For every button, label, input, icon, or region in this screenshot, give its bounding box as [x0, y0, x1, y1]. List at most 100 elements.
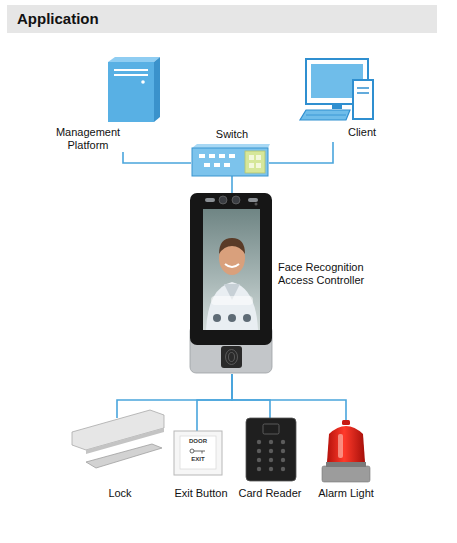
access-controller-device-part — [190, 193, 272, 345]
access-controller-device-part — [229, 353, 235, 362]
card-reader-device-part — [269, 458, 273, 462]
network-wire — [123, 152, 191, 163]
device-node: Lock — [66, 418, 170, 502]
device-node: Switch — [191, 126, 269, 176]
access-controller-device-part — [219, 238, 245, 254]
server-icon-part — [108, 62, 154, 122]
network-wire — [231, 176, 233, 193]
exit-button-plate-part — [190, 449, 194, 453]
computer-icon-part — [332, 104, 342, 109]
access-controller-device-part — [221, 346, 242, 368]
alarm-light-device-part — [342, 420, 350, 425]
alarm-light-device — [322, 420, 370, 482]
card-reader-device — [246, 418, 296, 481]
card-reader-device-part — [269, 467, 273, 471]
node-label: Face Recognition Access Controller — [278, 261, 378, 287]
alarm-light-device-part — [338, 434, 343, 458]
node-label: Card Reader — [236, 487, 304, 500]
switch-icon-part — [192, 144, 270, 148]
computer-icon-part — [357, 87, 369, 89]
card-reader-device-part — [281, 440, 285, 444]
access-controller-device-part — [211, 296, 253, 305]
switch-icon-part — [192, 148, 268, 176]
exit-button-plate — [174, 431, 222, 475]
button-marking: DOOR — [183, 438, 213, 445]
device-node: Alarm Light — [314, 424, 378, 502]
alarm-light-device-part — [327, 426, 365, 462]
access-controller-device-part — [255, 203, 258, 206]
switch-icon-part — [214, 163, 220, 167]
node-label: Exit Button — [168, 487, 234, 500]
access-controller-device-part — [225, 264, 239, 267]
switch-icon — [192, 144, 270, 176]
access-controller-device — [190, 193, 272, 373]
access-controller-device-part — [226, 350, 238, 365]
access-controller-device-part — [205, 198, 215, 202]
node-label: Management Platform — [50, 126, 126, 152]
switch-icon-part — [209, 154, 215, 158]
server-icon-part — [114, 74, 148, 76]
node-label: Client — [344, 126, 380, 139]
card-reader-device-part — [246, 418, 296, 481]
node-label: Alarm Light — [314, 487, 378, 500]
exit-button-plate-part — [174, 431, 222, 475]
access-controller-device-part — [213, 314, 221, 322]
card-reader-device-part — [257, 467, 261, 471]
computer-icon-part — [353, 80, 373, 119]
switch-icon-part — [224, 163, 230, 167]
card-reader-device-part — [269, 449, 273, 453]
switch-icon-part — [256, 163, 261, 168]
access-controller-device-part — [232, 196, 240, 204]
magnetic-lock-part — [86, 444, 162, 468]
switch-icon-part — [249, 163, 254, 168]
network-wire — [269, 142, 333, 163]
node-label: Switch — [194, 128, 270, 141]
node-label: Lock — [100, 487, 140, 500]
switch-icon-part — [219, 154, 225, 158]
card-reader-device-part — [263, 424, 279, 434]
access-controller-device-part — [219, 196, 227, 204]
switch-icon-part — [245, 151, 265, 173]
card-reader-device-part — [257, 458, 261, 462]
switch-icon-part — [199, 154, 205, 158]
alarm-light-device-part — [322, 466, 370, 482]
server-icon — [108, 57, 160, 122]
alarm-light-device-part — [326, 462, 366, 467]
switch-icon-part — [204, 163, 210, 167]
title-bar: Application — [7, 5, 437, 33]
card-reader-device-part — [281, 449, 285, 453]
server-icon-part — [114, 69, 148, 71]
device-node: Face Recognition Access Controller — [190, 193, 380, 374]
diagram-title: Application — [17, 5, 99, 33]
access-controller-device-part — [243, 314, 251, 322]
card-reader-device-part — [257, 449, 261, 453]
button-marking: EXIT — [183, 456, 213, 463]
access-controller-device-part — [203, 209, 260, 330]
switch-icon-part — [256, 155, 261, 160]
exit-button-plate-part — [202, 451, 203, 454]
computer-icon — [300, 59, 373, 120]
switch-icon-part — [229, 154, 235, 158]
network-wire — [117, 374, 232, 418]
network-wire — [232, 374, 346, 424]
access-controller-device-part — [248, 198, 258, 202]
computer-icon-part — [357, 92, 369, 94]
computer-icon-part — [300, 110, 350, 120]
device-node: Card Reader — [236, 418, 304, 502]
network-wire — [197, 374, 232, 431]
server-icon-part — [108, 57, 160, 62]
card-reader-device-part — [281, 458, 285, 462]
switch-icon-part — [249, 155, 254, 160]
card-reader-device-part — [257, 440, 261, 444]
computer-icon-part — [306, 115, 346, 116]
card-reader-device-part — [269, 440, 273, 444]
exit-button-plate-part — [194, 451, 205, 452]
magnetic-lock — [72, 410, 164, 468]
card-reader-device-part — [281, 467, 285, 471]
exit-button-plate-part — [180, 436, 216, 469]
device-node: Management Platform — [50, 56, 170, 152]
access-controller-device-part — [228, 314, 236, 322]
network-wire — [232, 374, 270, 418]
